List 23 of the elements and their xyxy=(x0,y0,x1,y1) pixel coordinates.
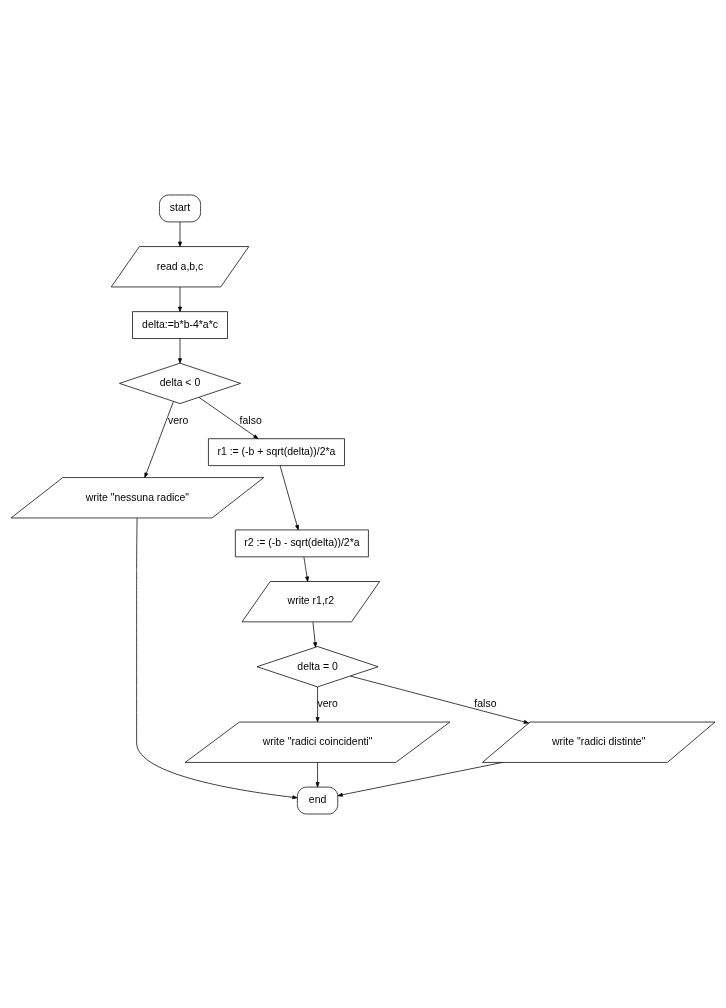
node-box: r2 := (-b - sqrt(delta))/2*a xyxy=(234,529,369,557)
arrow xyxy=(337,761,503,797)
edge-label: falso xyxy=(474,697,497,709)
arrow xyxy=(198,396,259,439)
arrow xyxy=(315,761,320,787)
arrow xyxy=(136,517,298,799)
arrow xyxy=(312,621,318,647)
arrow xyxy=(144,400,174,478)
node-diamond: delta = 0 xyxy=(256,645,379,687)
arrow xyxy=(178,221,182,247)
arrow xyxy=(315,686,320,722)
arrow xyxy=(350,675,529,724)
arrow xyxy=(178,286,182,312)
node-diamond: delta < 0 xyxy=(119,362,241,404)
node-box: r1 := (-b + sqrt(delta))/2*a xyxy=(208,437,345,466)
edge-label: vero xyxy=(167,414,189,426)
node-box: delta:=b*b-4*a*c xyxy=(132,310,228,339)
node-box: end xyxy=(297,786,339,814)
node-box: start xyxy=(159,194,201,222)
arrow xyxy=(178,337,182,363)
edge-label: falso xyxy=(239,414,262,426)
arrow xyxy=(303,556,309,582)
arrow xyxy=(279,464,299,530)
